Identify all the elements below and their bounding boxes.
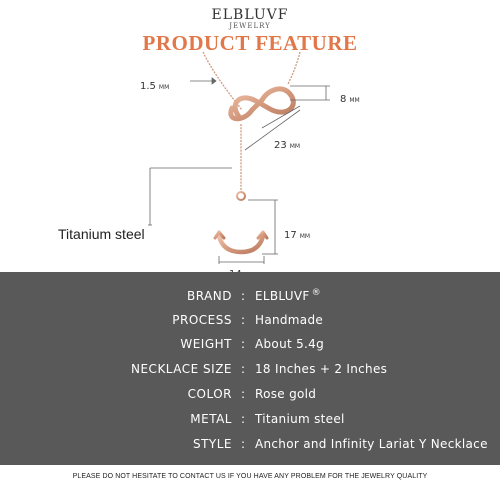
spec-row-metal: METAL: Titanium steel <box>190 412 345 426</box>
anchor-pendant <box>213 191 269 255</box>
material-label: Titanium steel <box>58 226 145 242</box>
spec-row-weight: WEIGHT: About 5.4g <box>180 337 324 351</box>
dimension-lines <box>148 77 330 264</box>
registered-mark: ® <box>311 288 321 298</box>
necklace-illustration <box>148 51 330 264</box>
spec-row-process: PROCESS: Handmade <box>172 313 324 327</box>
spec-row-necklace-size: NECKLACE SIZE: 18 Inches + 2 Inches <box>131 362 388 376</box>
spec-row-style: STYLE: Anchor and Infinity Lariat Y Neck… <box>192 437 488 451</box>
infinity-pendant <box>228 86 296 122</box>
spec-row-color: COLOR: Rose gold <box>187 387 317 401</box>
specs-panel: BRAND: ELBLUVF® PROCESS: Handmade WEIGHT… <box>0 272 500 465</box>
brand-name: ELBLUVF <box>211 7 289 23</box>
spec-row-brand: BRAND: ELBLUVF® <box>186 288 321 303</box>
product-feature-title: PRODUCT FEATURE <box>142 31 358 55</box>
contact-footer: PLEASE DO NOT HESITATE TO CONTACT US IF … <box>72 473 428 480</box>
brand-subtitle: JEWELRY <box>229 22 271 30</box>
